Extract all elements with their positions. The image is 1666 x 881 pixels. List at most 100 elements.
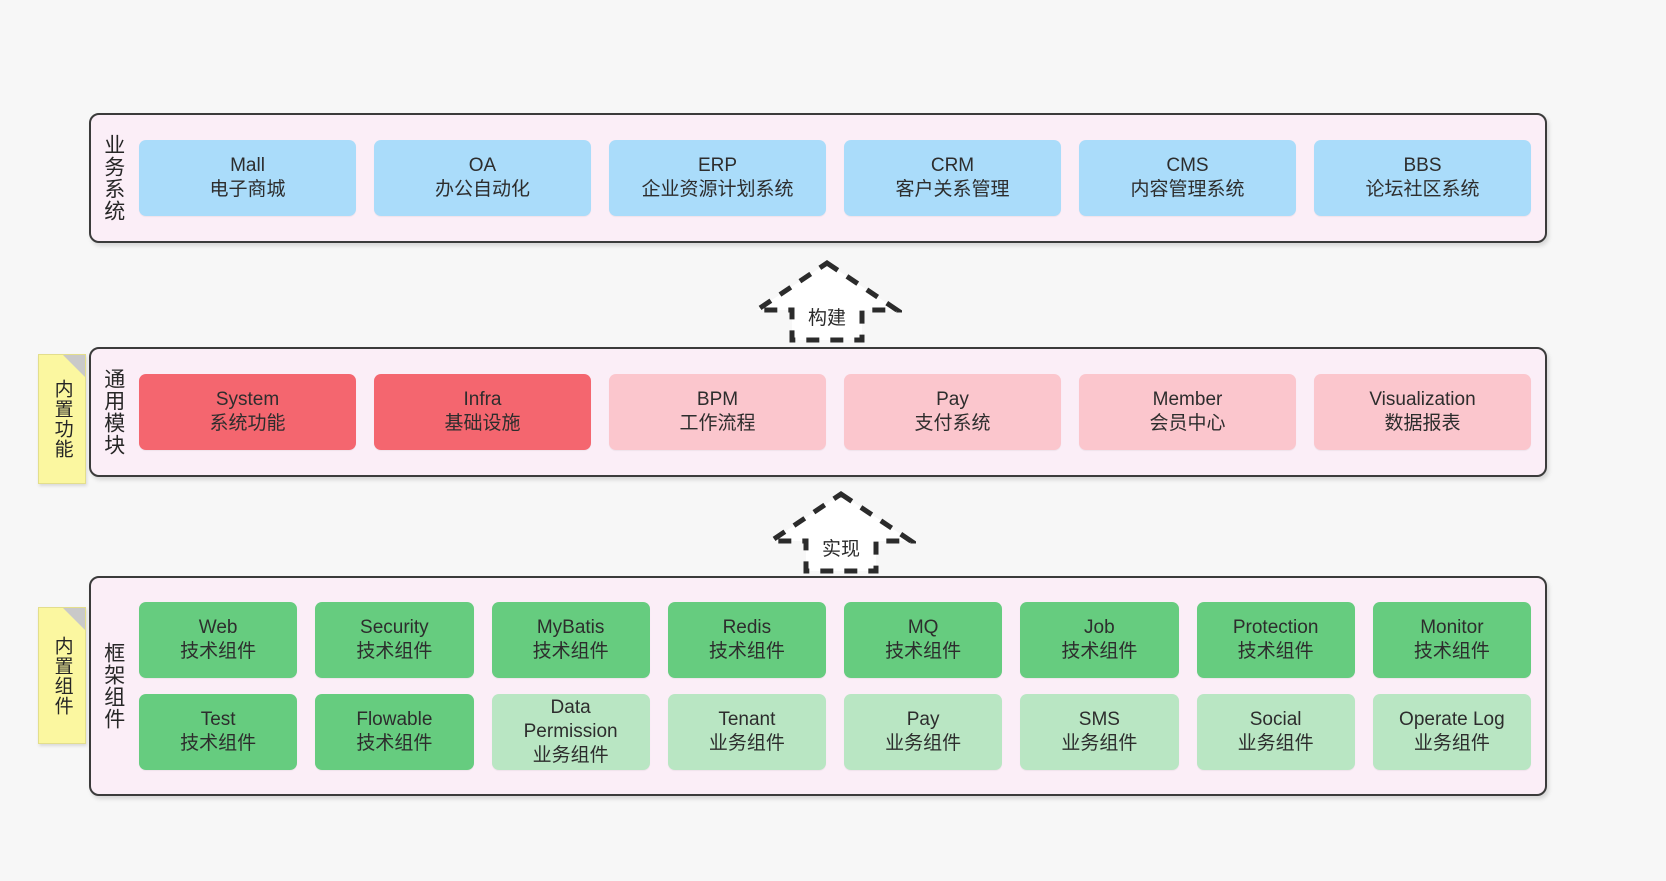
module-desc: 工作流程 — [679, 413, 756, 434]
component-name: Test — [200, 708, 236, 730]
module-desc: 会员中心 — [1149, 413, 1226, 434]
component-card-protection[interactable]: Protection 技术组件 — [1196, 602, 1355, 678]
component-card-tenant[interactable]: Tenant 业务组件 — [667, 694, 826, 770]
layer-title-business-systems: 业务系统 — [101, 134, 125, 222]
module-name: Visualization — [1369, 388, 1476, 410]
component-card-monitor[interactable]: Monitor 技术组件 — [1372, 602, 1531, 678]
component-desc: 技术组件 — [708, 641, 785, 662]
component-card-social[interactable]: Social 业务组件 — [1196, 694, 1355, 770]
component-desc: 技术组件 — [532, 641, 609, 662]
module-name: System — [215, 388, 280, 410]
component-name: Job — [1084, 616, 1115, 638]
component-desc: 技术组件 — [1413, 641, 1490, 662]
component-card-mybatis[interactable]: MyBatis 技术组件 — [491, 602, 650, 678]
component-desc: 技术组件 — [356, 641, 433, 662]
module-name: Member — [1152, 388, 1223, 410]
component-desc: 技术组件 — [180, 733, 257, 754]
component-card-operate-log[interactable]: Operate Log 业务组件 — [1372, 694, 1531, 770]
component-card-mq[interactable]: MQ 技术组件 — [844, 602, 1003, 678]
arrow-build-label: 构建 — [807, 308, 846, 329]
module-desc: 办公自动化 — [434, 179, 530, 200]
component-card-redis[interactable]: Redis 技术组件 — [667, 602, 826, 678]
arrow-implement-shape — [766, 490, 916, 574]
layer-body-framework-components: Web 技术组件 Security 技术组件 MyBatis 技术组件 Redi… — [135, 578, 1545, 794]
module-name: BPM — [696, 388, 739, 410]
sticky-note-builtin-component: 内置组件 — [38, 607, 86, 744]
component-desc: 技术组件 — [1237, 641, 1314, 662]
layer-panel-framework-components: 框架组件 Web 技术组件 Security 技术组件 MyBatis 技术组件… — [89, 576, 1547, 796]
cell-row: Web 技术组件 Security 技术组件 MyBatis 技术组件 Redi… — [139, 602, 1531, 678]
component-name: Social — [1249, 708, 1302, 730]
component-card-pay[interactable]: Pay 业务组件 — [844, 694, 1003, 770]
sticky-note-label: 内置功能 — [51, 379, 73, 459]
module-name: ERP — [697, 154, 738, 176]
module-desc: 客户关系管理 — [895, 179, 1010, 200]
component-name: MyBatis — [536, 616, 605, 638]
arrow-implement-label: 实现 — [821, 539, 860, 560]
component-name: Monitor — [1420, 616, 1484, 638]
module-card-oa[interactable]: OA 办公自动化 — [374, 140, 591, 216]
module-card-erp[interactable]: ERP 企业资源计划系统 — [609, 140, 826, 216]
module-name: BBS — [1403, 154, 1442, 176]
layer-body-business-systems: Mall 电子商城 OA 办公自动化 ERP 企业资源计划系统 CRM 客户关系… — [135, 115, 1545, 241]
module-card-member[interactable]: Member 会员中心 — [1079, 374, 1296, 450]
component-name: MQ — [907, 616, 939, 638]
arrow-build-shape — [752, 259, 902, 343]
module-desc: 系统功能 — [209, 413, 286, 434]
module-name: Mall — [230, 154, 265, 176]
component-desc: 业务组件 — [1061, 733, 1138, 754]
module-desc: 企业资源计划系统 — [641, 179, 794, 200]
module-desc: 论坛社区系统 — [1365, 179, 1480, 200]
layer-panel-common-modules: 通用模块 System 系统功能 Infra 基础设施 BPM 工作流程 Pay… — [89, 347, 1547, 477]
component-card-web[interactable]: Web 技术组件 — [139, 602, 298, 678]
module-desc: 内容管理系统 — [1130, 179, 1245, 200]
component-desc: 技术组件 — [180, 641, 257, 662]
module-card-bbs[interactable]: BBS 论坛社区系统 — [1314, 140, 1531, 216]
component-card-test[interactable]: Test 技术组件 — [139, 694, 298, 770]
module-card-system[interactable]: System 系统功能 — [139, 374, 356, 450]
component-card-job[interactable]: Job 技术组件 — [1020, 602, 1179, 678]
module-name: Infra — [463, 388, 502, 410]
component-desc: 技术组件 — [1061, 641, 1138, 662]
component-name: Security — [360, 616, 429, 638]
layer-body-common-modules: System 系统功能 Infra 基础设施 BPM 工作流程 Pay 支付系统… — [135, 349, 1545, 475]
component-name: SMS — [1078, 708, 1120, 730]
component-name: Pay — [906, 708, 940, 730]
note-fold-corner-icon — [63, 608, 85, 630]
component-name: Flowable — [356, 708, 433, 730]
module-name: CMS — [1166, 154, 1209, 176]
module-desc: 数据报表 — [1384, 413, 1461, 434]
module-card-infra[interactable]: Infra 基础设施 — [374, 374, 591, 450]
arrow-build: 构建 — [752, 258, 902, 344]
module-name: OA — [468, 154, 497, 176]
component-card-data-permission[interactable]: Data Permission 业务组件 — [491, 694, 650, 770]
module-card-pay[interactable]: Pay 支付系统 — [844, 374, 1061, 450]
component-card-flowable[interactable]: Flowable 技术组件 — [315, 694, 474, 770]
note-fold-corner-icon — [63, 355, 85, 377]
component-desc: 技术组件 — [885, 641, 962, 662]
module-name: Pay — [936, 388, 969, 410]
cell-row: System 系统功能 Infra 基础设施 BPM 工作流程 Pay 支付系统… — [139, 374, 1531, 450]
component-name: Web — [198, 616, 238, 638]
component-card-sms[interactable]: SMS 业务组件 — [1020, 694, 1179, 770]
module-card-cms[interactable]: CMS 内容管理系统 — [1079, 140, 1296, 216]
layer-panel-business-systems: 业务系统 Mall 电子商城 OA 办公自动化 ERP 企业资源计划系统 CRM… — [89, 113, 1547, 243]
component-card-security[interactable]: Security 技术组件 — [315, 602, 474, 678]
cell-row: Test 技术组件 Flowable 技术组件 Data Permission … — [139, 694, 1531, 770]
module-desc: 电子商城 — [209, 179, 286, 200]
component-name: Tenant — [718, 708, 776, 730]
module-card-crm[interactable]: CRM 客户关系管理 — [844, 140, 1061, 216]
module-card-mall[interactable]: Mall 电子商城 — [139, 140, 356, 216]
component-desc: 业务组件 — [708, 733, 785, 754]
sticky-note-builtin-function: 内置功能 — [38, 354, 86, 484]
module-card-bpm[interactable]: BPM 工作流程 — [609, 374, 826, 450]
module-desc: 支付系统 — [914, 413, 991, 434]
cell-row: Mall 电子商城 OA 办公自动化 ERP 企业资源计划系统 CRM 客户关系… — [139, 140, 1531, 216]
module-desc: 基础设施 — [444, 413, 521, 434]
layer-title-framework-components: 框架组件 — [101, 642, 125, 730]
layer-title-common-modules: 通用模块 — [101, 368, 125, 456]
module-card-visualization[interactable]: Visualization 数据报表 — [1314, 374, 1531, 450]
component-desc: 业务组件 — [1413, 733, 1490, 754]
component-desc: 技术组件 — [356, 733, 433, 754]
